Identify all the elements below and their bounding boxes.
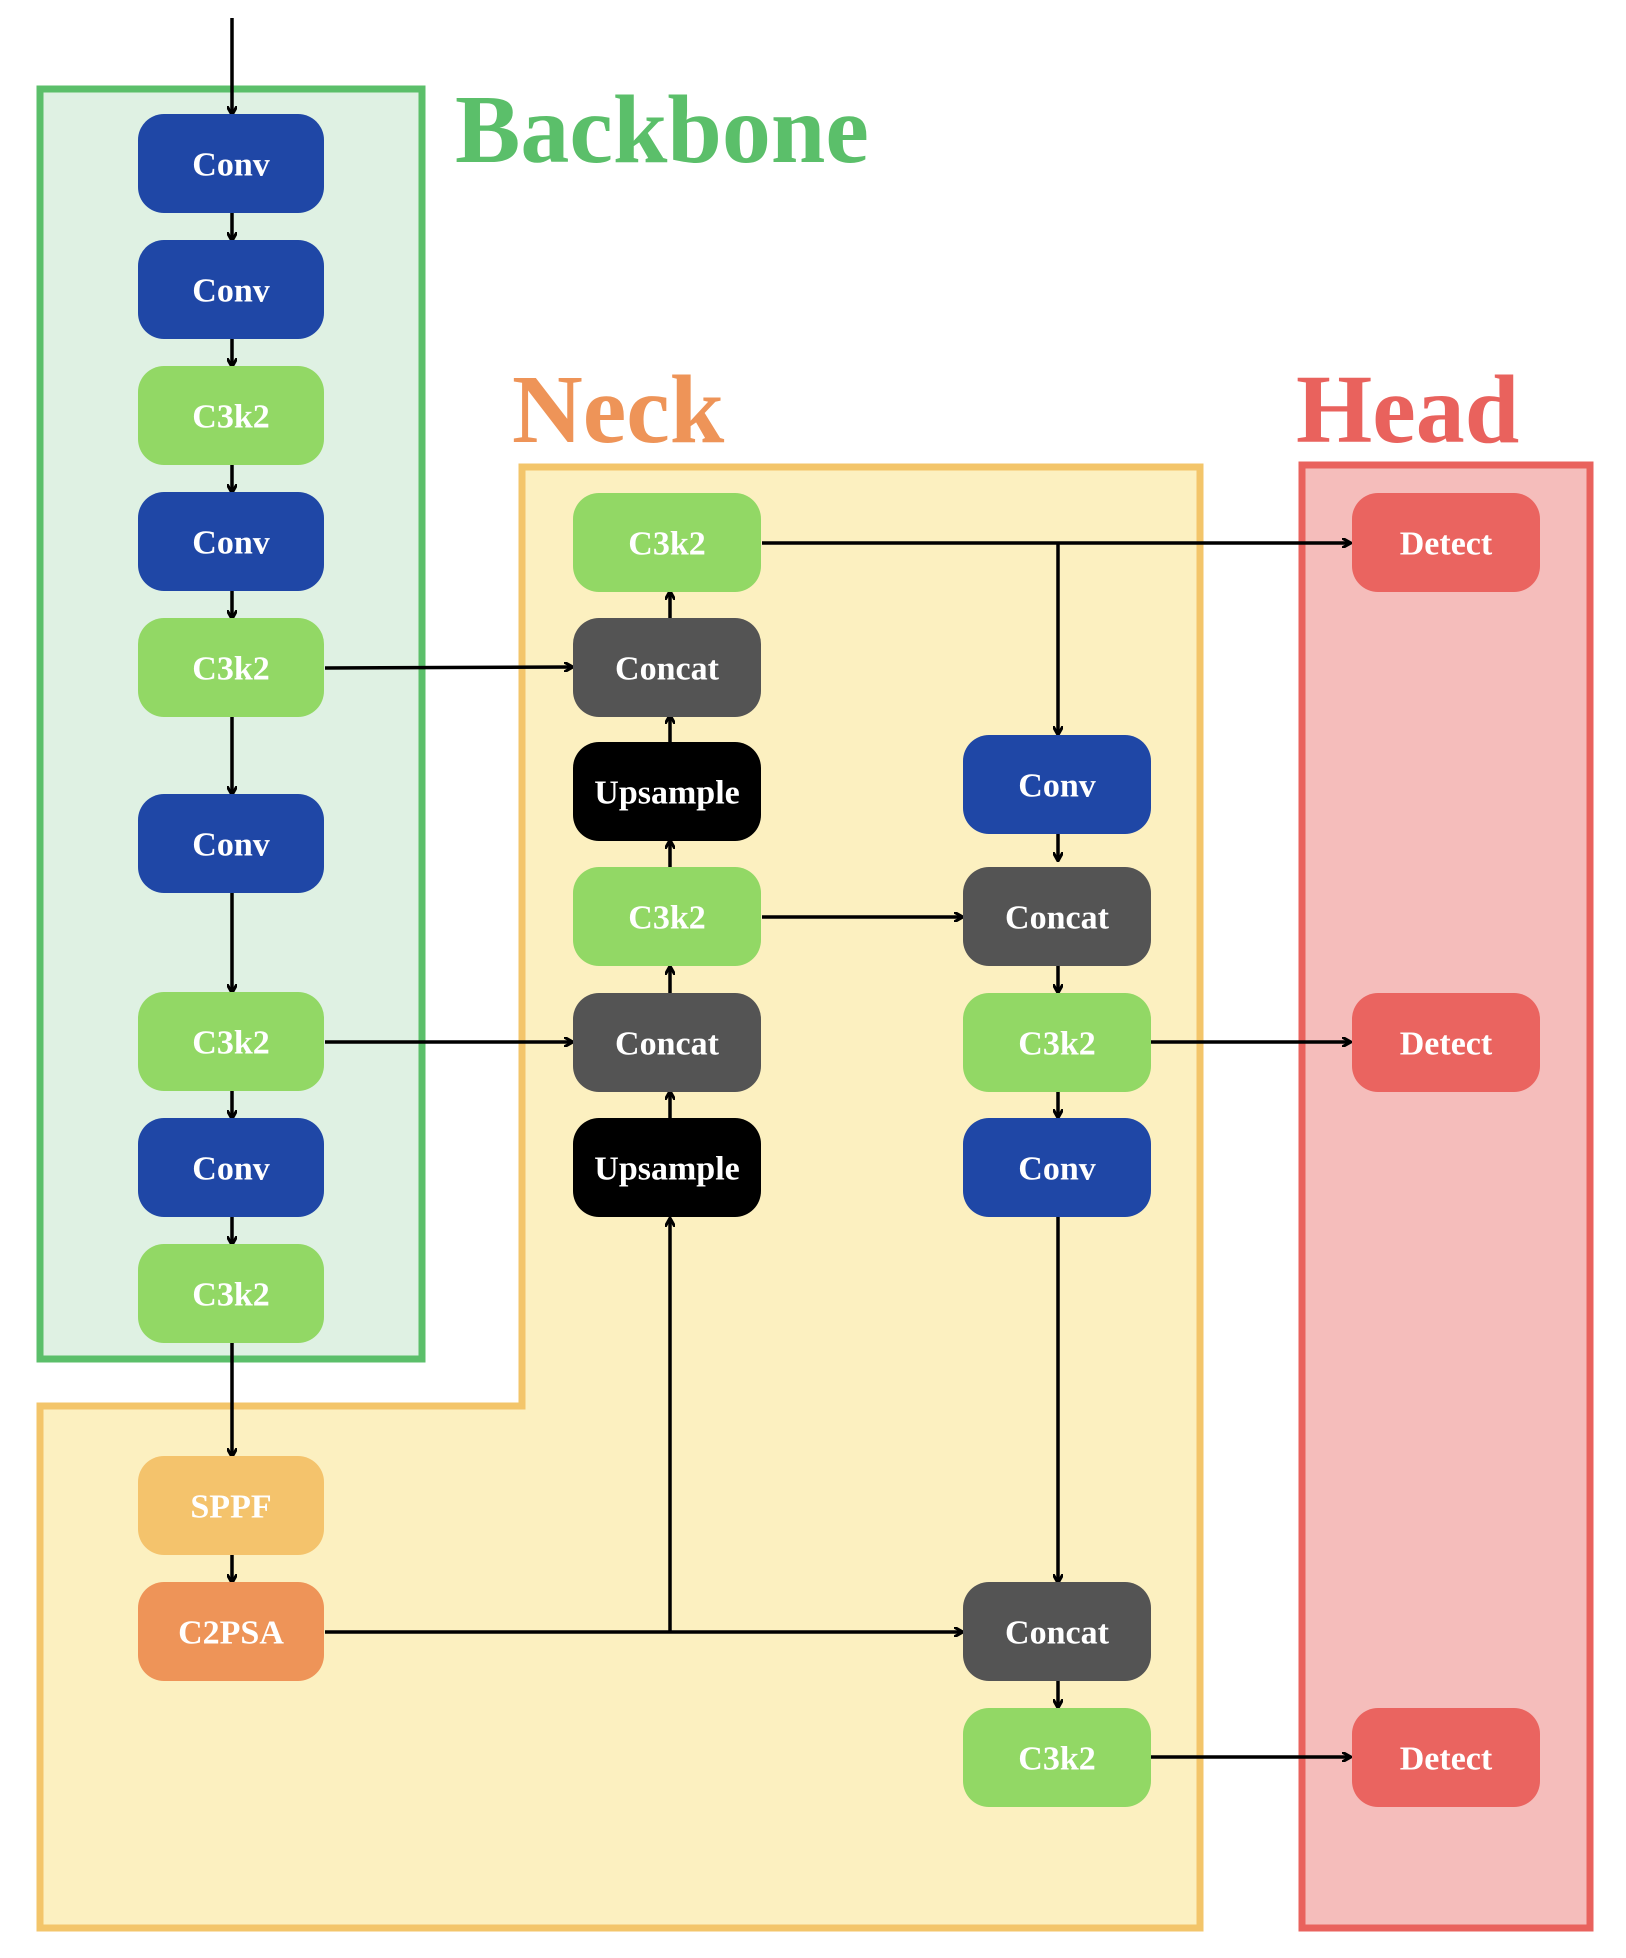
node-label: C3k2 (192, 651, 269, 688)
edge-bbc3k2-to-concat1 (324, 667, 572, 668)
neck-concat-node: Concat (573, 993, 761, 1092)
node-label: Upsample (594, 1151, 739, 1188)
node-label: Concat (1005, 1615, 1110, 1652)
backbone-conv-node: Conv (138, 794, 324, 893)
backbone-conv-node: Conv (138, 240, 324, 339)
node-label: SPPF (190, 1489, 271, 1526)
node-label: Detect (1400, 1741, 1493, 1778)
neck-upsample-node: Upsample (573, 742, 761, 841)
neck-upsample-node: Upsample (573, 1118, 761, 1217)
neck-concat-node: Concat (963, 1582, 1151, 1681)
backbone-title: Backbone (455, 76, 869, 184)
backbone-c3k2-node: C3k2 (138, 366, 324, 465)
node-label: Conv (192, 1151, 269, 1188)
neck-c3k2-node: C3k2 (573, 867, 761, 966)
neck-c3k2-node: C3k2 (573, 493, 761, 592)
backbone-c3k2-node: C3k2 (138, 1244, 324, 1343)
nodes: Conv Conv C3k2 Conv C3k2 Conv C3k2 Conv … (138, 114, 1540, 1807)
node-label: C3k2 (1018, 1026, 1095, 1063)
head-title: Head (1296, 356, 1519, 464)
neck-title: Neck (512, 356, 725, 464)
node-label: Conv (192, 827, 269, 864)
c2psa-node: C2PSA (138, 1582, 324, 1681)
node-label: C3k2 (192, 399, 269, 436)
node-label: C3k2 (192, 1277, 269, 1314)
node-label: C2PSA (178, 1615, 284, 1652)
neck-concat-node: Concat (573, 618, 761, 717)
neck-conv-node: Conv (963, 735, 1151, 834)
head-detect-node: Detect (1352, 993, 1540, 1092)
node-label: Conv (192, 273, 269, 310)
sppf-node: SPPF (138, 1456, 324, 1555)
node-label: Conv (1018, 1151, 1095, 1188)
node-label: Conv (1018, 768, 1095, 805)
node-label: Concat (615, 1026, 720, 1063)
node-label: C3k2 (628, 900, 705, 937)
head-detect-node: Detect (1352, 1708, 1540, 1807)
backbone-conv-node: Conv (138, 114, 324, 213)
node-label: Conv (192, 525, 269, 562)
backbone-c3k2-node: C3k2 (138, 618, 324, 717)
node-label: Detect (1400, 526, 1493, 563)
node-label: Concat (1005, 900, 1110, 937)
node-label: Conv (192, 147, 269, 184)
neck-conv-node: Conv (963, 1118, 1151, 1217)
node-label: Detect (1400, 1026, 1493, 1063)
node-label: C3k2 (1018, 1741, 1095, 1778)
neck-c3k2-node: C3k2 (963, 993, 1151, 1092)
node-label: Concat (615, 651, 720, 688)
head-region (1298, 461, 1594, 1932)
neck-concat-node: Concat (963, 867, 1151, 966)
node-label: C3k2 (192, 1025, 269, 1062)
node-label: Upsample (594, 775, 739, 812)
backbone-conv-node: Conv (138, 1118, 324, 1217)
neck-c3k2-node: C3k2 (963, 1708, 1151, 1807)
edges (232, 18, 1350, 1757)
backbone-c3k2-node: C3k2 (138, 992, 324, 1091)
backbone-conv-node: Conv (138, 492, 324, 591)
head-detect-node: Detect (1352, 493, 1540, 592)
node-label: C3k2 (628, 526, 705, 563)
